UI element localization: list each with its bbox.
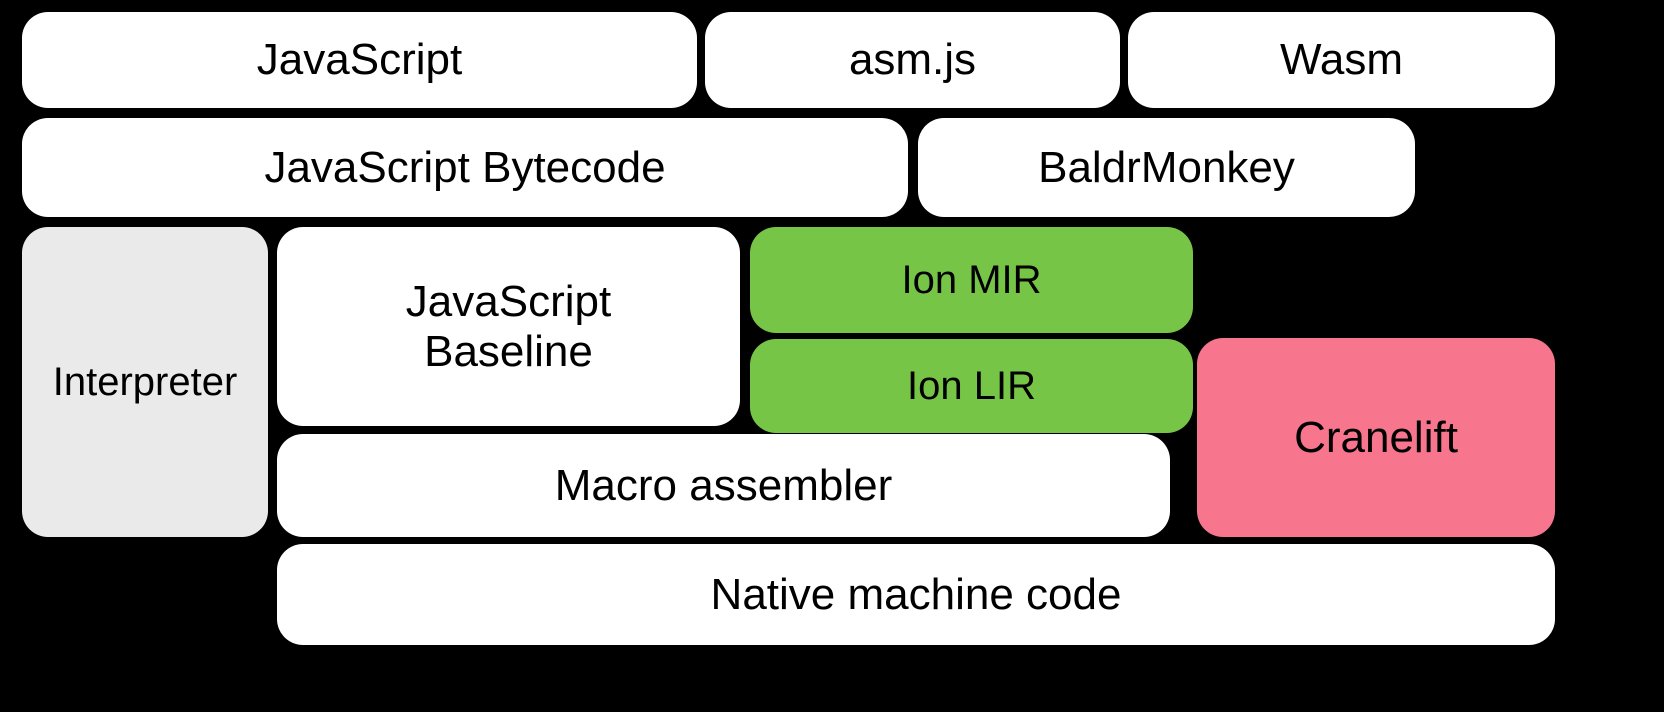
node-javascript-baseline: JavaScript Baseline (277, 227, 740, 426)
node-javascript-bytecode: JavaScript Bytecode (22, 118, 908, 217)
node-macro-assembler: Macro assembler (277, 434, 1170, 537)
node-wasm: Wasm (1128, 12, 1555, 108)
node-javascript: JavaScript (22, 12, 697, 108)
node-native-machine-code: Native machine code (277, 544, 1555, 645)
node-cranelift: Cranelift (1197, 338, 1555, 537)
node-ion-lir: Ion LIR (750, 339, 1193, 433)
node-ion-mir: Ion MIR (750, 227, 1193, 333)
node-asm-js: asm.js (705, 12, 1120, 108)
node-interpreter: Interpreter (22, 227, 268, 537)
node-baldrmonkey: BaldrMonkey (918, 118, 1415, 217)
